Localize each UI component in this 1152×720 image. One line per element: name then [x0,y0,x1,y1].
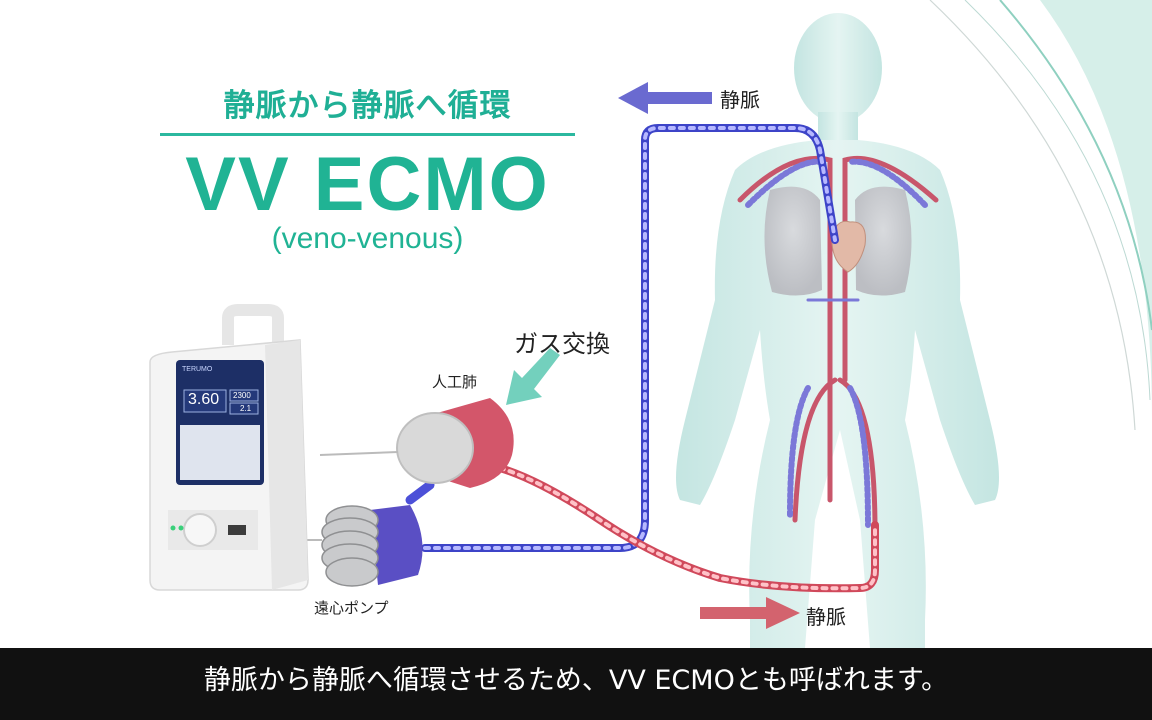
centrifugal-pump [305,505,423,587]
title-main: VV ECMO [185,142,550,227]
gas-exchange-arrow [506,348,560,405]
title-subtitle: (veno-venous) [271,222,464,255]
label-centrifugal-pump: 遠心ポンプ [314,599,389,617]
title-japanese: 静脈から静脈へ循環 [223,88,512,124]
arterial-tube [496,464,879,593]
label-vein-out: 静脈 [720,88,760,112]
caption-text: 静脈から静脈へ循環させるため、VV ECMOとも呼ばれます。 [203,665,949,696]
caption-bar: 静脈から静脈へ循環させるため、VV ECMOとも呼ばれます。 [0,648,1152,720]
heart [831,220,866,273]
vessels [737,155,939,533]
lungs [764,186,912,296]
label-artificial-lung: 人工肺 [432,373,478,391]
ecmo-console [149,304,309,591]
device-side-readout-1: 2300 [233,391,251,400]
label-vein-in: 静脈 [806,605,846,629]
device-side-readout-2: 2.1 [240,404,252,413]
vein-in-arrow [700,597,800,629]
human-body [676,13,999,648]
label-gas-exchange: ガス交換 [514,330,610,358]
vein-out-arrow [618,82,712,114]
device-brand: TERUMO [182,366,213,373]
background-arcs [929,0,1152,431]
artificial-lung [319,398,514,488]
title-divider [160,133,575,136]
device-main-readout: 3.60 [188,391,220,408]
